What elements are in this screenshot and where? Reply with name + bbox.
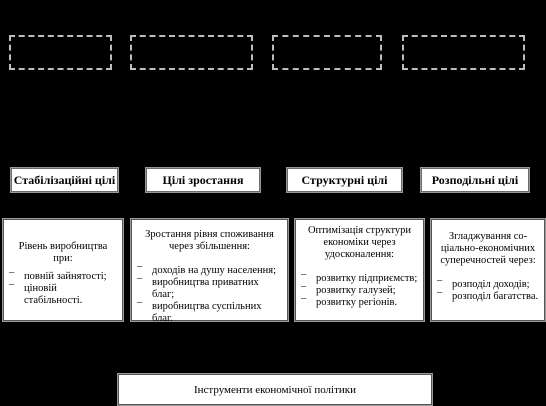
list-item: розподіл доходів; bbox=[437, 275, 539, 291]
box-structural: Оптимізація структури економіки через уд… bbox=[294, 218, 425, 322]
box-distribution: Згладжування со-ціально-економічних супе… bbox=[430, 218, 546, 322]
header-distribution-goals: Розподільні цілі bbox=[420, 167, 530, 193]
box-list: доходів на душу населення; виробництва п… bbox=[137, 261, 282, 325]
list-item: розвитку регіонів. bbox=[301, 293, 418, 309]
box-list: розвитку підприємств; розвитку галузей; … bbox=[301, 269, 418, 309]
box-intro: Оптимізація структури економіки через уд… bbox=[307, 225, 412, 260]
box-list: повній зайнятості; ціновій стабільності. bbox=[9, 267, 117, 307]
box-intro: Зростання рівня споживання через збільше… bbox=[145, 229, 274, 252]
box-list: розподіл доходів; розподіл багатства. bbox=[437, 275, 539, 303]
list-item: ціновій стабільності. bbox=[9, 279, 117, 307]
header-growth-goals: Цілі зростання bbox=[145, 167, 261, 193]
box-stabilization: Рівень виробництва при: повній зайнятост… bbox=[2, 218, 124, 322]
placeholder-box-2 bbox=[130, 35, 253, 70]
box-growth: Зростання рівня споживання через збільше… bbox=[130, 218, 289, 325]
header-structural-goals: Структурні цілі bbox=[286, 167, 403, 193]
placeholder-box-1 bbox=[9, 35, 112, 70]
list-item: повній зайнятості; bbox=[9, 267, 117, 283]
list-item: виробництва приватних благ; bbox=[137, 273, 282, 301]
box-intro: Рівень виробництва при: bbox=[18, 241, 108, 264]
list-item: розвитку галузей; bbox=[301, 281, 418, 297]
list-item: доходів на душу населення; bbox=[137, 261, 282, 277]
placeholder-box-3 bbox=[272, 35, 382, 70]
policy-instruments-box: Інструменти економічної політики bbox=[117, 373, 433, 406]
header-stabilization-goals: Стабілізаційні цілі bbox=[10, 167, 119, 193]
list-item: розвитку підприємств; bbox=[301, 269, 418, 285]
placeholder-box-4 bbox=[402, 35, 525, 70]
list-item: розподіл багатства. bbox=[437, 287, 539, 303]
list-item: виробництва суспільних благ. bbox=[137, 297, 282, 325]
box-intro: Згладжування со-ціально-економічних супе… bbox=[440, 231, 536, 266]
